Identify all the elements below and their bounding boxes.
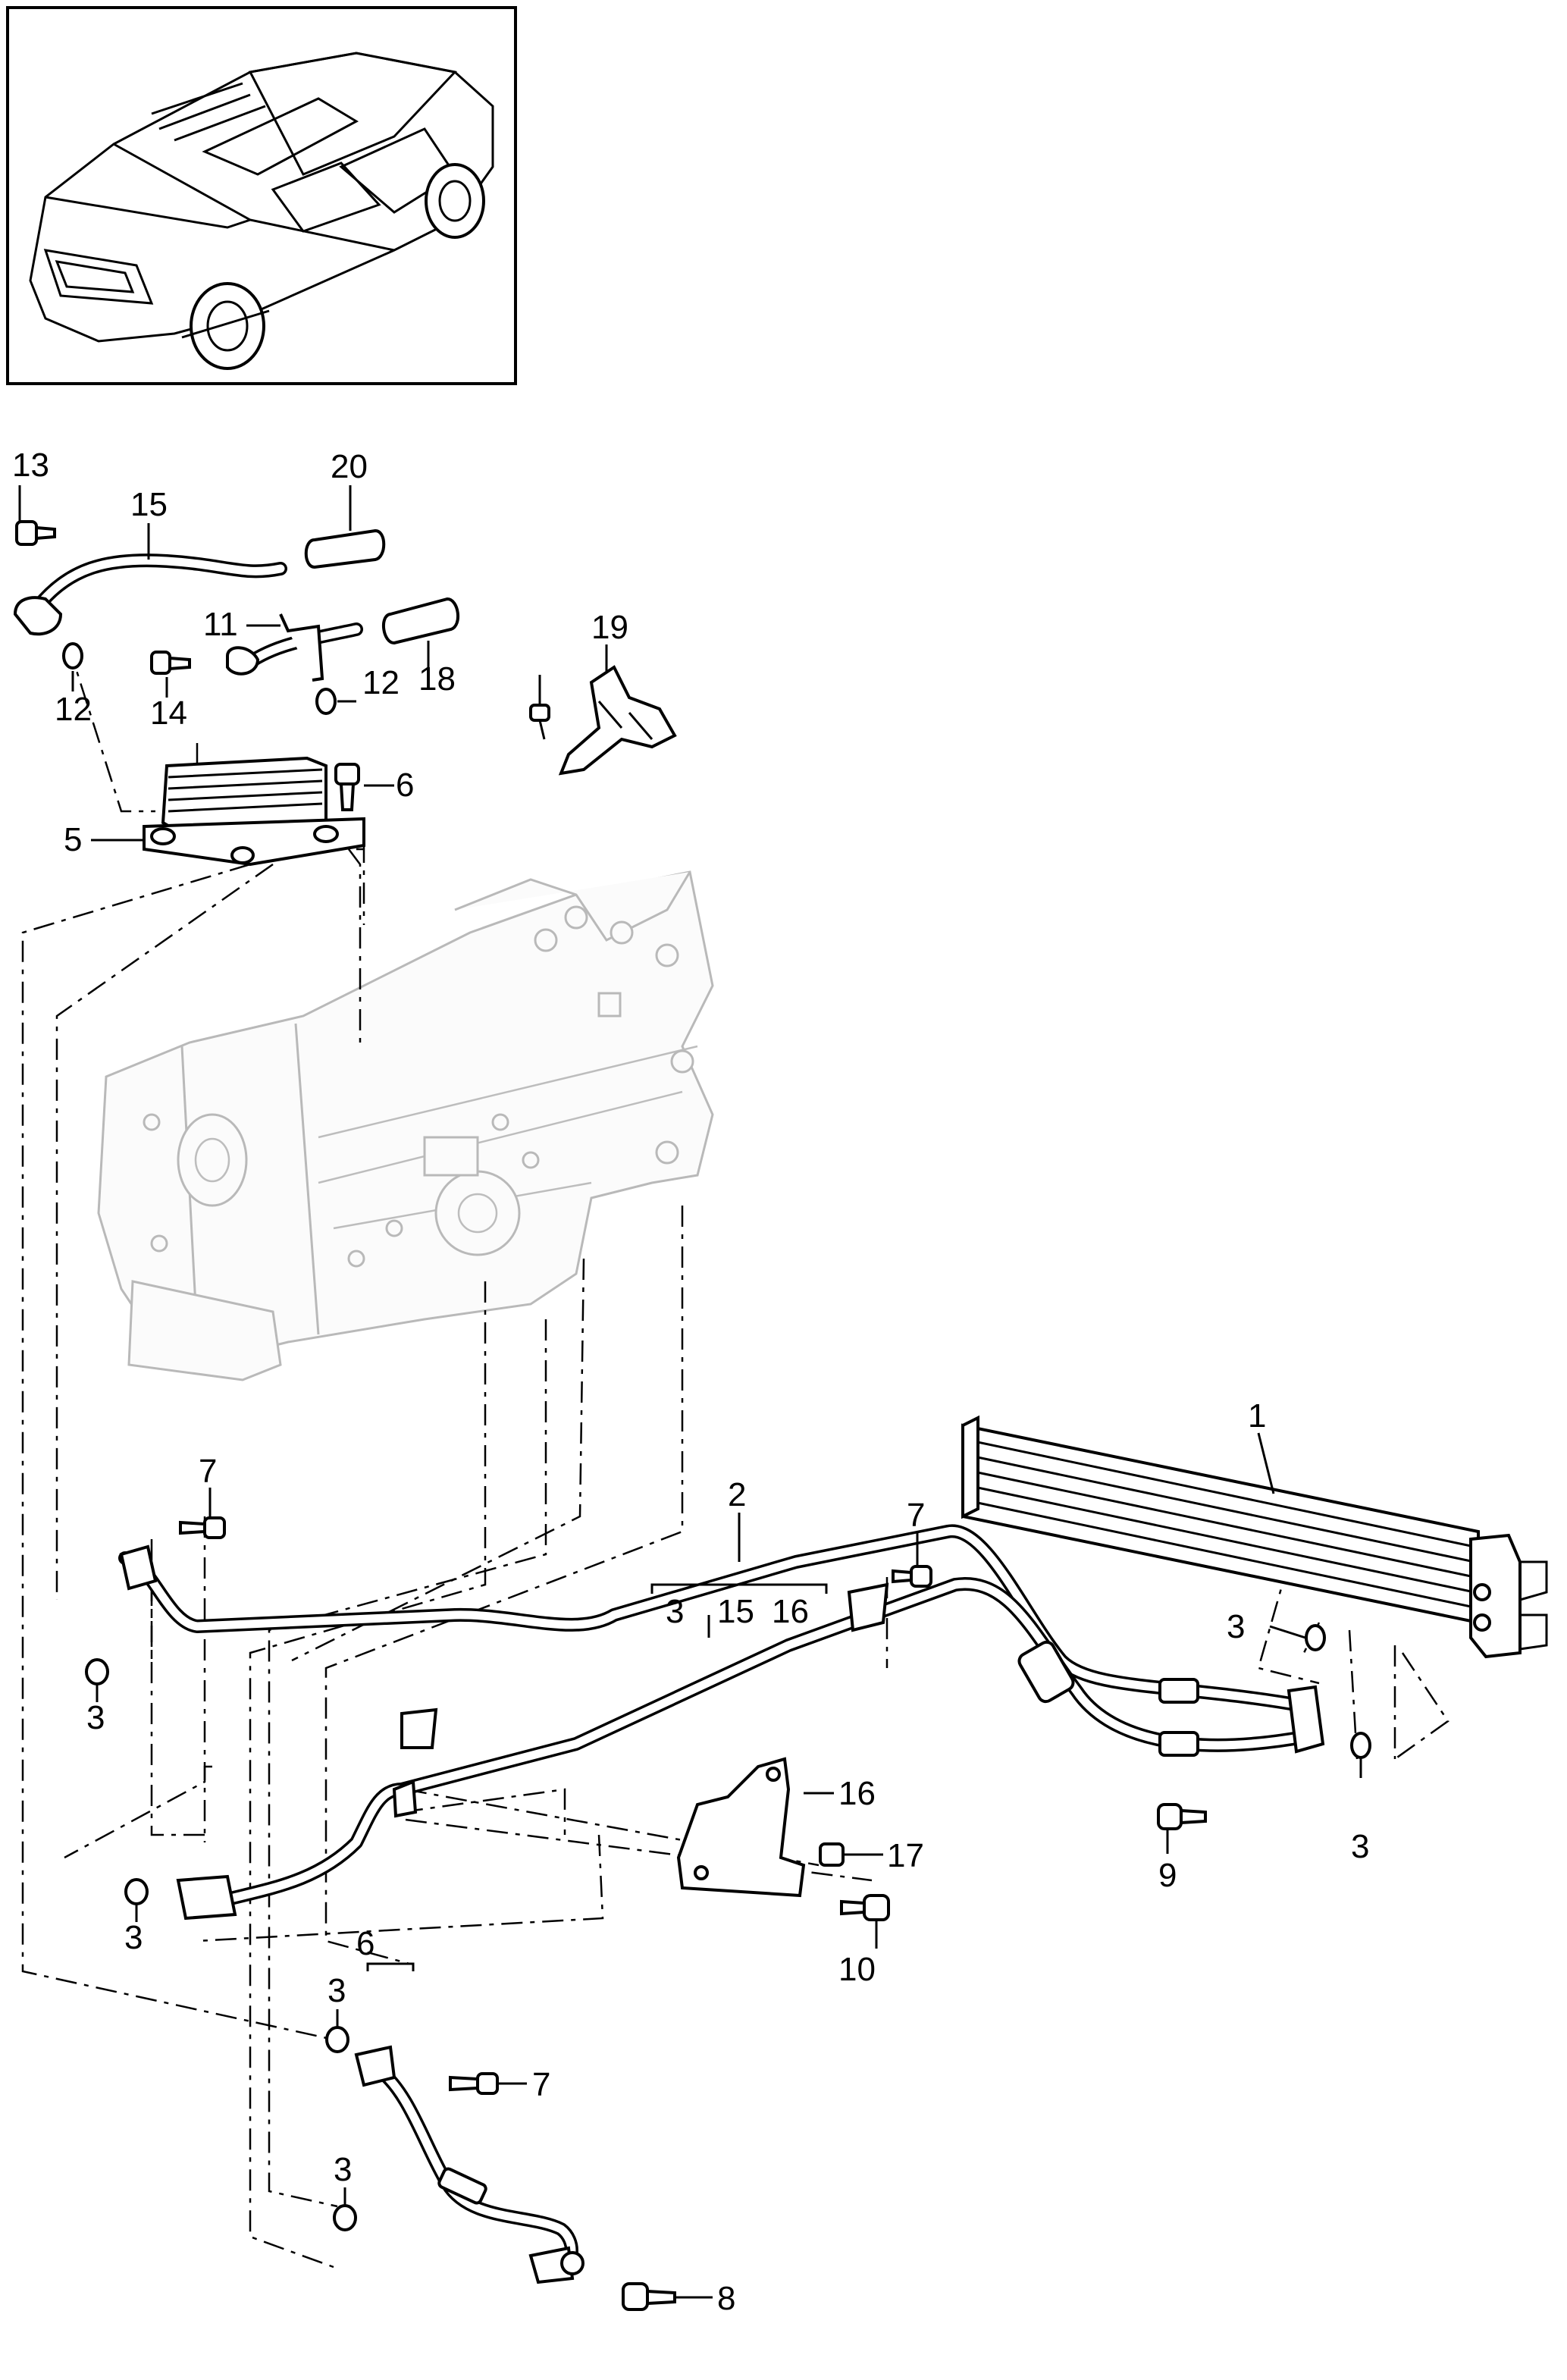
- callout-3-right: 3: [1351, 1828, 1369, 1865]
- part-20-bolt: [529, 704, 550, 740]
- callout-12-right: 12: [362, 664, 400, 701]
- part-9-bolt: [1157, 1803, 1207, 1830]
- callout-9: 9: [1158, 1857, 1177, 1894]
- part-10-bolt: [840, 1894, 890, 1921]
- part-19-bracket: [558, 665, 677, 776]
- callout-13-upper: 13: [12, 447, 49, 484]
- callout-10: 10: [838, 1951, 876, 1988]
- callout-4: 5: [64, 821, 82, 858]
- callout-5: 6: [396, 767, 414, 804]
- vehicle-overview-inset: [6, 6, 517, 385]
- part-8-bolt: [622, 2282, 676, 2311]
- callout-18: 20: [331, 448, 368, 485]
- part-18-sleeve: [304, 528, 386, 569]
- part-3-seal-group: [85, 1624, 1371, 2231]
- part-14-hose: [13, 553, 287, 636]
- callout-16: 17: [887, 1837, 924, 1874]
- part-7-bolt-upper-left: [179, 1516, 226, 1539]
- part-15-bracket: [676, 1757, 806, 1898]
- part-2-cooler-lines: [118, 1524, 1325, 1921]
- part-5-bolt: [334, 763, 360, 811]
- part-11-line: [226, 613, 363, 682]
- callout-3-radiator: 3: [1227, 1608, 1245, 1645]
- callout-3-lower-b: 3: [334, 2151, 352, 2188]
- callout-15: 16: [838, 1775, 876, 1812]
- callout-3-left-upper: 3: [86, 1699, 105, 1736]
- part-6-line: [354, 2045, 584, 2284]
- callout-7-left: 7: [199, 1453, 217, 1490]
- part-13-upper-bolt: [15, 520, 56, 546]
- callout-17: 18: [418, 660, 456, 698]
- assembly-guide-lines: [21, 644, 1449, 2269]
- callout-1: 1: [1248, 1397, 1266, 1435]
- callout-7-lower: 7: [532, 2066, 550, 2103]
- callout-3-lower-a: 3: [328, 1972, 346, 2009]
- callout-15-group: 15: [717, 1593, 754, 1630]
- part-16-nut: [819, 1842, 845, 1867]
- callout-14: 15: [130, 486, 168, 523]
- callout-7-right: 7: [907, 1497, 925, 1534]
- part-1-transmission-oil-cooler: [961, 1415, 1548, 1659]
- callout-2: 2: [728, 1476, 746, 1513]
- leader-lines: [18, 485, 1362, 2299]
- callout-12-left: 12: [55, 691, 92, 728]
- part-7-bolt-lower: [449, 2072, 499, 2095]
- part-12-seal-left: [62, 642, 83, 669]
- part-13-lower-bolt: [150, 651, 191, 675]
- part-17-sleeve: [381, 597, 460, 645]
- transmission-illustration: [97, 870, 714, 1381]
- callout-8: 8: [717, 2280, 735, 2317]
- part-4-oil-cooler: [143, 756, 365, 867]
- callout-11: 11: [203, 606, 238, 643]
- callout-16-group: 16: [772, 1593, 809, 1630]
- callout-labels: 13 15 20 11 18 12 14 12 19 6 5 1 2 3 15 …: [12, 447, 1369, 2317]
- callout-3-left-lower: 3: [124, 1919, 143, 1956]
- callout-6: 6: [356, 1925, 375, 1962]
- callout-3-group: 3: [666, 1593, 684, 1630]
- callout-13-lower: 14: [150, 695, 187, 732]
- part-7-bolt-upper-right: [892, 1565, 932, 1588]
- callout-19: 19: [591, 609, 628, 646]
- vehicle-illustration: [29, 52, 494, 370]
- part-12-seal-right: [315, 688, 337, 715]
